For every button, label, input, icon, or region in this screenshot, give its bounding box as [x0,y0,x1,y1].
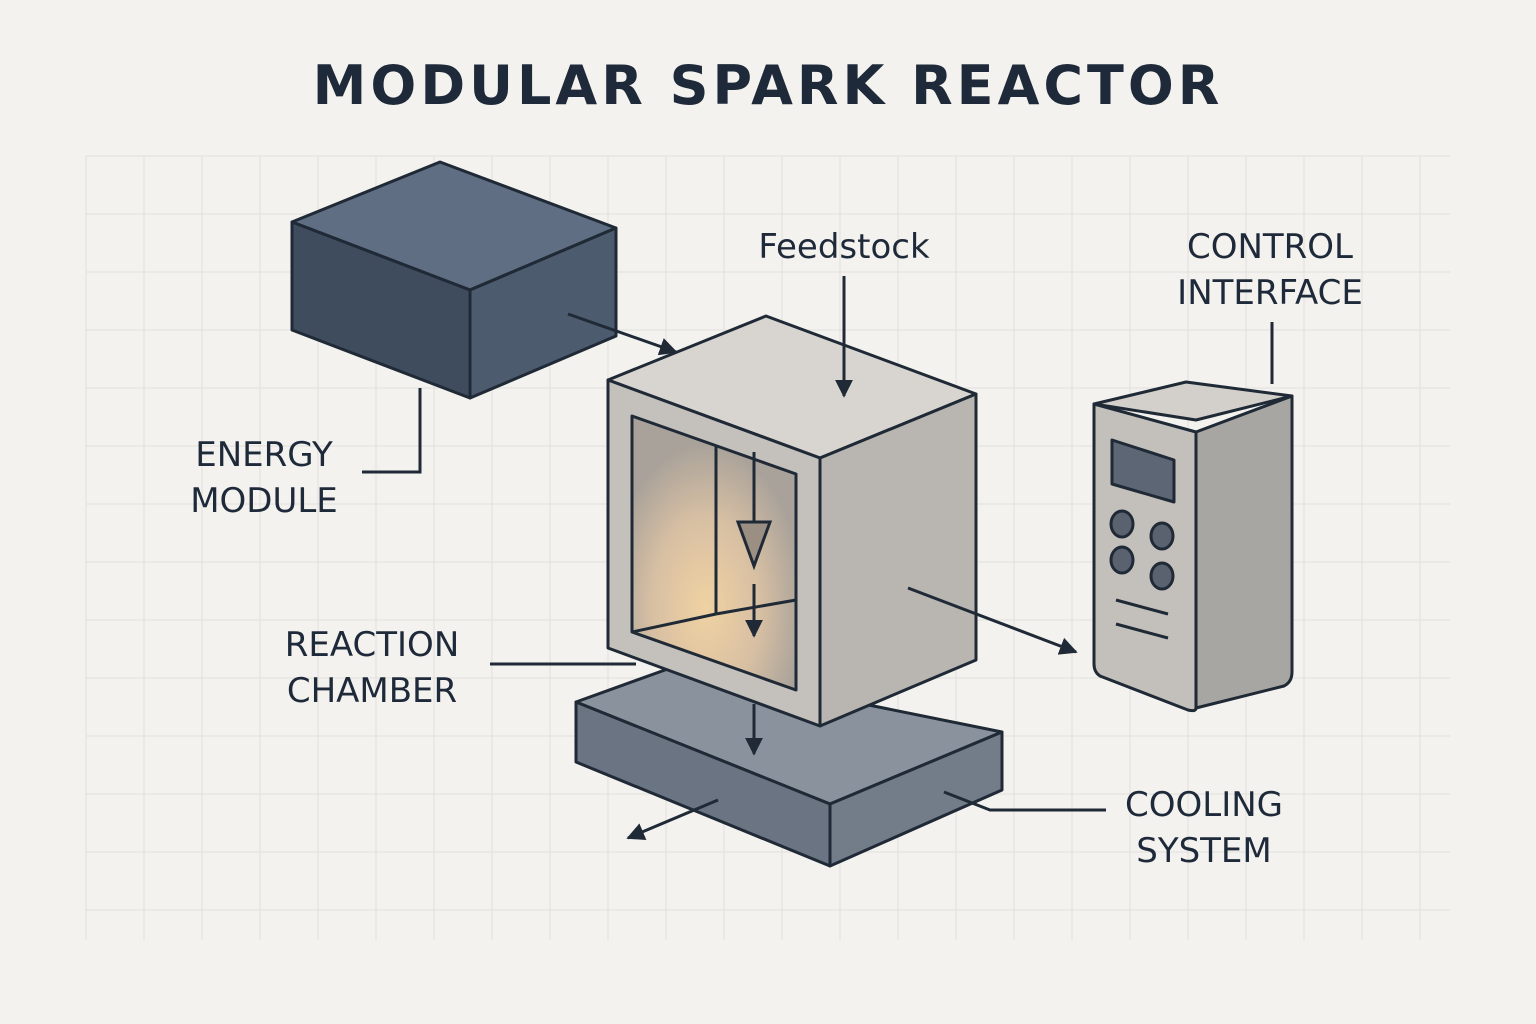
chamber-inner-floor-edge-left [631,612,717,634]
button-icon [1149,561,1175,591]
energy-module [290,160,618,400]
energy-module-right-face [468,226,618,400]
energy-module-label-line1: ENERGY [195,435,333,475]
reaction-chamber [606,314,978,728]
reaction-chamber-label-line1: REACTION [285,625,460,665]
vent-line [1115,598,1169,616]
control-interface-side-face [1194,394,1294,710]
button-icon [1149,521,1175,551]
cooling-system-leader [943,790,1106,812]
feedstock-label: Feedstock [758,227,930,267]
diagram-title: MODULAR SPARK REACTOR [313,54,1224,117]
energy-module-leader [362,388,422,474]
button-icon [1109,509,1135,539]
cooling-outlet-arrow [626,798,719,840]
control-interface-label-line1: CONTROL [1187,227,1353,267]
inner-feed-arrowhead [735,520,773,571]
control-interface-label-line2: INTERFACE [1177,273,1363,313]
cooling-system [574,664,1004,868]
vent-line [1115,622,1169,640]
cooling-system-side-face [828,730,1004,868]
reaction-chamber-label-line2: CHAMBER [287,671,457,711]
energy-module-label-line2: MODULE [190,481,338,521]
chamber-inner-floor-edge [715,598,797,616]
chamber-to-control-arrow [907,586,1078,655]
cooling-system-label-line1: COOLING [1125,785,1283,825]
cooling-system-label-line2: SYSTEM [1136,831,1272,871]
control-interface [1092,380,1294,713]
button-icon [1109,545,1135,575]
screen-icon [1110,438,1176,504]
energy-to-chamber-arrow [567,312,678,356]
